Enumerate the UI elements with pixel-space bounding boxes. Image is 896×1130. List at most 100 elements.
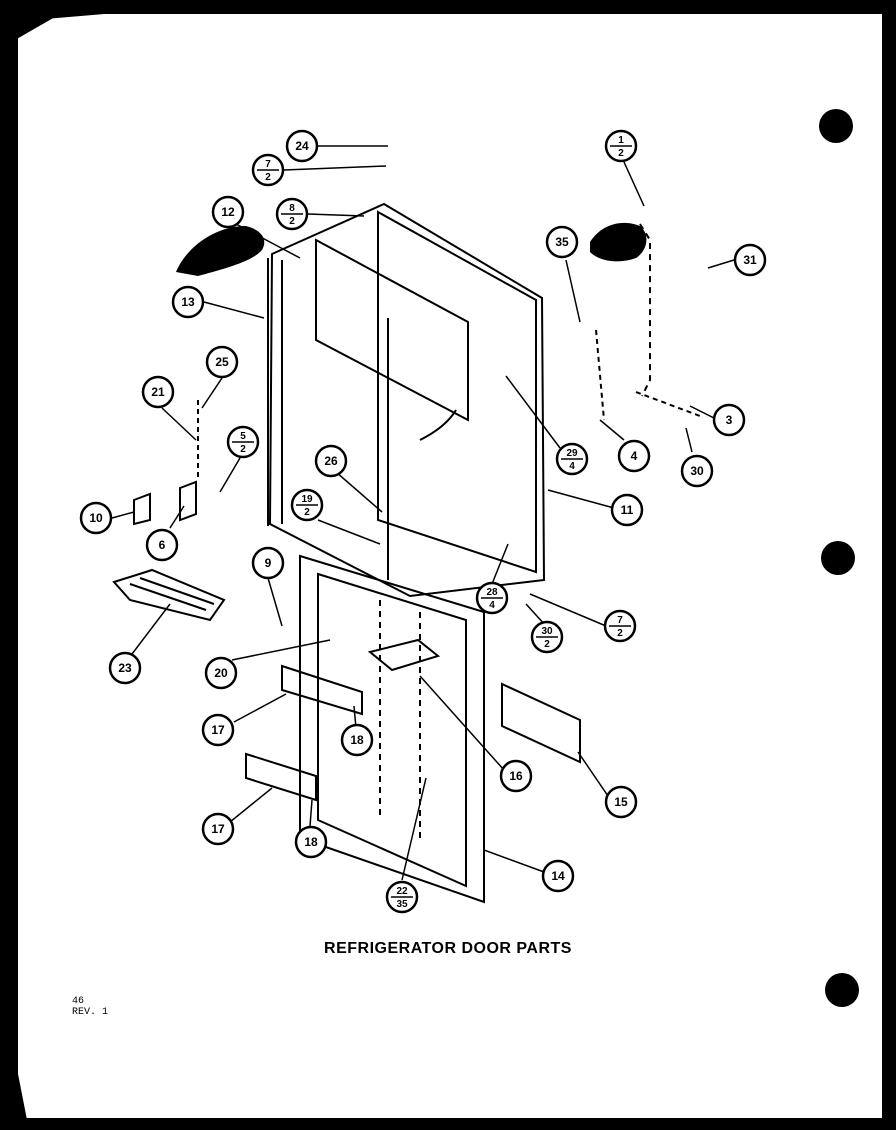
callout-number: 26 bbox=[324, 454, 338, 468]
leader bbox=[201, 377, 223, 409]
callout-circle bbox=[201, 713, 235, 747]
leader bbox=[599, 419, 625, 441]
callout-circle bbox=[340, 723, 374, 757]
callout-c20: 20 bbox=[204, 656, 238, 690]
leader bbox=[419, 675, 505, 771]
leader bbox=[707, 259, 735, 269]
callout-circle bbox=[204, 656, 238, 690]
callout-number: 30 bbox=[541, 626, 553, 637]
leader bbox=[335, 471, 383, 513]
callout-sheet-ref: 2 bbox=[544, 639, 550, 650]
panel-15 bbox=[501, 682, 581, 764]
callout-number: 24 bbox=[295, 139, 309, 153]
callout-number: 8 bbox=[289, 203, 295, 214]
callout-circle bbox=[201, 812, 235, 846]
leader bbox=[131, 603, 171, 655]
callout-circle bbox=[251, 546, 285, 580]
callout-c29-4: 294 bbox=[555, 442, 589, 476]
callout-c16: 16 bbox=[499, 759, 533, 793]
callout-number: 17 bbox=[211, 822, 225, 836]
callout-c9: 9 bbox=[251, 546, 285, 580]
leader bbox=[219, 457, 241, 493]
leader bbox=[307, 213, 365, 217]
callout-c14: 14 bbox=[541, 859, 575, 893]
leader bbox=[161, 407, 197, 441]
liner-cutout bbox=[387, 318, 457, 580]
bracket-4 bbox=[595, 329, 605, 421]
door-shelf-17-upper bbox=[281, 664, 363, 716]
bracket-3 bbox=[635, 391, 701, 417]
leader bbox=[309, 799, 313, 827]
egg-tray-cups bbox=[129, 577, 215, 611]
callout-c17a: 17 bbox=[201, 713, 235, 747]
leader bbox=[111, 511, 135, 519]
callout-sheet-ref: 2 bbox=[618, 148, 624, 159]
callout-number: 7 bbox=[617, 615, 623, 626]
callout-circle bbox=[294, 825, 328, 859]
callout-c28-4: 284 bbox=[475, 581, 509, 615]
callout-circle bbox=[314, 444, 348, 478]
leader bbox=[235, 223, 301, 259]
leader bbox=[231, 639, 331, 661]
callout-circle bbox=[617, 439, 651, 473]
callout-c13: 13 bbox=[171, 285, 205, 319]
callout-number: 4 bbox=[631, 449, 638, 463]
freezer-door-liner bbox=[315, 238, 469, 422]
callout-circle bbox=[141, 375, 175, 409]
dairy-door-16 bbox=[367, 638, 441, 672]
callout-c8-2: 82 bbox=[275, 197, 309, 231]
leader bbox=[491, 543, 509, 585]
callout-number: 18 bbox=[350, 733, 364, 747]
callout-sheet-ref: 2 bbox=[265, 172, 271, 183]
fresh-food-door-inner bbox=[317, 572, 467, 888]
callout-number: 14 bbox=[551, 869, 565, 883]
leader bbox=[505, 375, 561, 449]
callout-number: 17 bbox=[211, 723, 225, 737]
callout-circle bbox=[604, 785, 638, 819]
callout-c18a: 18 bbox=[340, 723, 374, 757]
door-drawing bbox=[112, 202, 701, 904]
callout-c12: 12 bbox=[211, 195, 245, 229]
callout-number: 13 bbox=[181, 295, 195, 309]
callout-circle bbox=[545, 225, 579, 259]
leader bbox=[483, 849, 545, 873]
callout-c4: 4 bbox=[617, 439, 651, 473]
callout-sheet-ref: 35 bbox=[396, 899, 408, 910]
callout-sheet-ref: 4 bbox=[569, 461, 575, 472]
leader-lines bbox=[111, 145, 735, 881]
callout-number: 16 bbox=[509, 769, 523, 783]
page-reference: 46 REV. 1 bbox=[72, 996, 108, 1018]
callout-c7-2a: 72 bbox=[251, 153, 285, 187]
callout-number: 31 bbox=[743, 253, 757, 267]
leader bbox=[565, 259, 581, 323]
callout-number: 29 bbox=[566, 448, 578, 459]
callout-sheet-ref: 2 bbox=[304, 507, 310, 518]
callout-c35: 35 bbox=[545, 225, 579, 259]
callout-number: 18 bbox=[304, 835, 318, 849]
freezer-door-inner bbox=[377, 210, 537, 574]
leader bbox=[267, 577, 283, 627]
smudge bbox=[176, 226, 265, 276]
callout-c6: 6 bbox=[145, 528, 179, 562]
callout-sheet-ref: 2 bbox=[617, 628, 623, 639]
callout-circle bbox=[733, 243, 767, 277]
callout-c1-2: 12 bbox=[604, 129, 638, 163]
page-number: 46 bbox=[72, 996, 85, 1007]
hinge-10 bbox=[133, 492, 151, 526]
revision-label: REV. 1 bbox=[72, 1007, 109, 1018]
callout-c7-2b: 72 bbox=[603, 609, 637, 643]
callout-number: 25 bbox=[215, 355, 229, 369]
door-shelf-17-lower bbox=[245, 752, 317, 802]
callout-number: 22 bbox=[396, 886, 408, 897]
callout-number: 5 bbox=[240, 431, 246, 442]
callout-number: 30 bbox=[690, 464, 704, 478]
callout-circle bbox=[541, 859, 575, 893]
fresh-food-door bbox=[299, 554, 485, 904]
callout-c31: 31 bbox=[733, 243, 767, 277]
callout-c5-2: 52 bbox=[226, 425, 260, 459]
callout-circle bbox=[285, 129, 319, 163]
freezer-door-outer bbox=[268, 202, 546, 598]
callout-number: 12 bbox=[221, 205, 235, 219]
